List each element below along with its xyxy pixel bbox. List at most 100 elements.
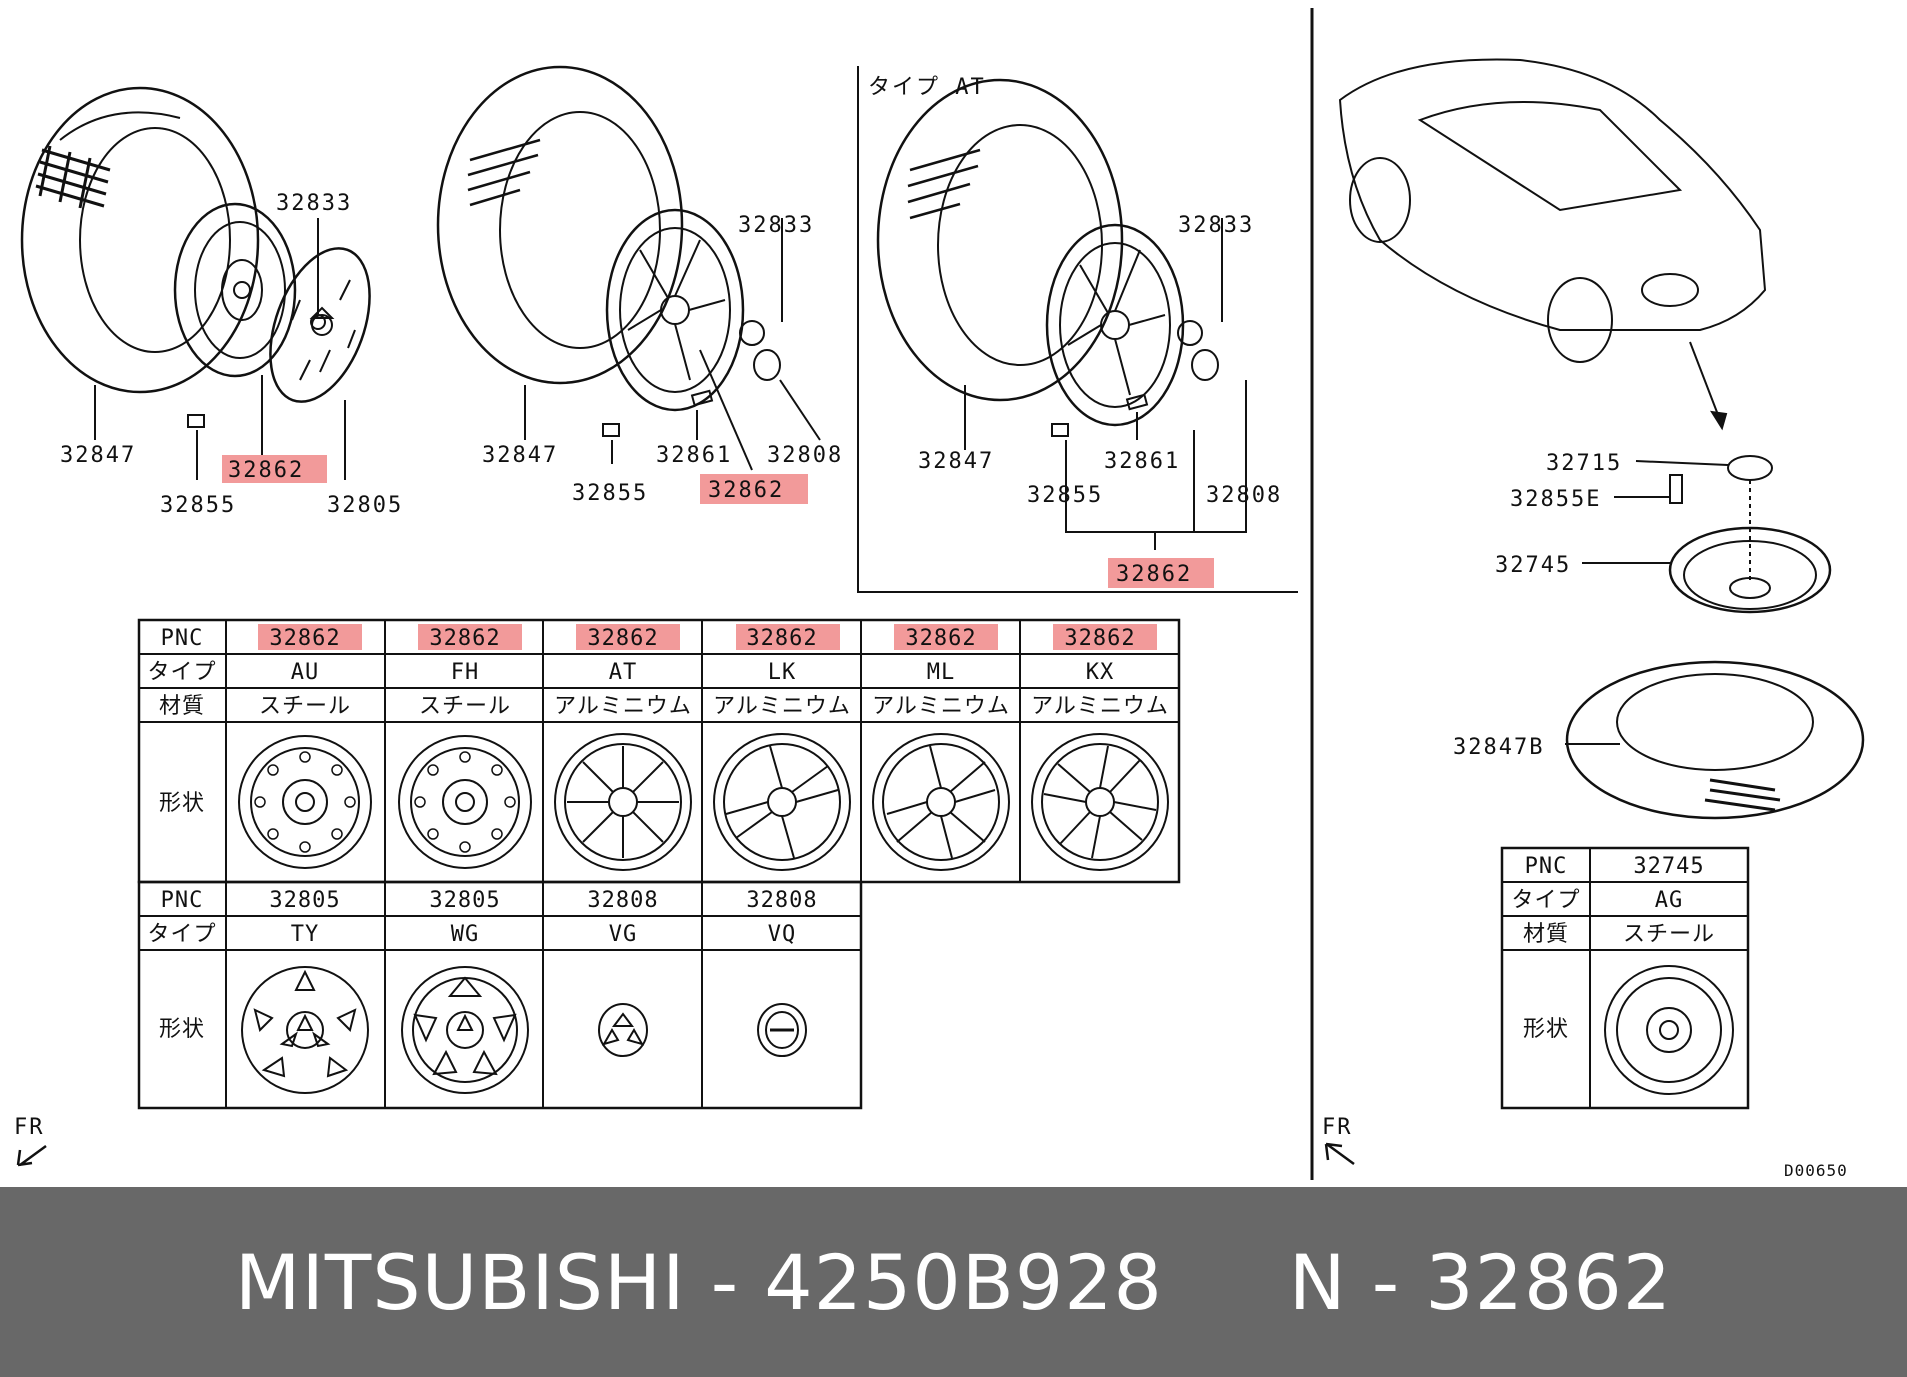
valve-icon	[1051, 423, 1069, 437]
spare-tire-icon	[1565, 660, 1865, 820]
svg-text:FR: FR	[14, 1115, 45, 1140]
svg-text:FH: FH	[451, 660, 480, 685]
svg-text:ML: ML	[927, 660, 956, 685]
svg-text:32847: 32847	[482, 443, 558, 468]
tire-icon	[20, 86, 260, 394]
center-cap-icon	[1191, 349, 1219, 381]
alloy-wheel-icon	[605, 208, 745, 412]
center-cap-icon	[753, 349, 781, 381]
spare-well-icon	[1641, 273, 1699, 307]
svg-text:材質: 材質	[1523, 922, 1569, 947]
steel-wheel-icon	[238, 735, 372, 869]
car-outline-icon	[1338, 58, 1767, 363]
svg-text:32862: 32862	[587, 626, 658, 651]
part-number-banner: MITSUBISHI - 4250B928 N - 32862	[0, 1187, 1907, 1377]
svg-text:32862: 32862	[746, 626, 817, 651]
tire-icon	[436, 65, 684, 385]
svg-text:32862: 32862	[429, 626, 500, 651]
svg-text:AT: AT	[609, 660, 638, 685]
wheel-cover-icon	[241, 966, 369, 1094]
svg-text:タイプ: タイプ	[1511, 888, 1580, 913]
alloy-wheel-icon	[713, 733, 851, 871]
alloy-wheel-icon	[872, 733, 1010, 871]
svg-text:32808: 32808	[1206, 483, 1282, 508]
alloy-wheel-icon	[1031, 733, 1169, 871]
steel-wheel-icon	[173, 202, 297, 378]
svg-text:32861: 32861	[1104, 449, 1180, 474]
svg-text:32808: 32808	[767, 443, 843, 468]
hub-nut-icon	[1177, 320, 1203, 346]
svg-text:アルミニウム: アルミニウム	[872, 694, 1010, 719]
center-cap-icon	[757, 1003, 807, 1057]
svg-text:32805: 32805	[429, 888, 500, 913]
spare-steel-wheel-icon	[1604, 965, 1734, 1095]
type-at-heading: タイプ AT	[868, 75, 986, 100]
svg-text:32847: 32847	[918, 449, 994, 474]
svg-text:KX: KX	[1086, 660, 1115, 685]
svg-text:32855: 32855	[572, 481, 648, 506]
svg-text:形状: 形状	[1523, 1017, 1569, 1042]
svg-text:タイプ: タイプ	[147, 922, 216, 947]
svg-text:スチール: スチール	[259, 694, 351, 719]
svg-text:VQ: VQ	[768, 922, 797, 947]
svg-text:WG: WG	[451, 922, 480, 947]
svg-text:32805: 32805	[327, 493, 403, 518]
svg-text:32862: 32862	[228, 458, 304, 483]
svg-text:TY: TY	[291, 922, 320, 947]
svg-text:VG: VG	[609, 922, 638, 947]
hub-nut-icon	[310, 314, 326, 330]
cover-spec-table: PNC タイプ 形状 32805 32805 32808 32808 TY WG…	[137, 880, 863, 1110]
svg-text:32808: 32808	[587, 888, 658, 913]
svg-text:32833: 32833	[276, 191, 352, 216]
wheel-cover-icon	[269, 247, 371, 403]
wheel-cover-icon	[401, 966, 529, 1094]
svg-text:FR: FR	[1322, 1115, 1353, 1140]
svg-text:材質: 材質	[159, 694, 205, 719]
steel-wheel-assembly	[20, 86, 371, 480]
valve-icon	[187, 414, 205, 428]
svg-text:アルミニウム: アルミニウム	[713, 694, 851, 719]
svg-text:32745: 32745	[1495, 553, 1571, 578]
type-at-frame	[857, 66, 1298, 593]
center-cap-icon	[598, 1003, 648, 1057]
svg-text:32833: 32833	[738, 213, 814, 238]
svg-text:アルミニウム: アルミニウム	[554, 694, 692, 719]
svg-text:32862: 32862	[1064, 626, 1135, 651]
wheel-spec-table: PNC タイプ 材質 形状 32862 32862 32862 32862 32…	[137, 618, 1181, 884]
steel-wheel-icon	[398, 735, 532, 869]
spare-bolt-icon	[1669, 474, 1683, 504]
svg-text:LK: LK	[768, 660, 797, 685]
svg-text:32862: 32862	[1116, 562, 1192, 587]
svg-text:AU: AU	[291, 660, 320, 685]
svg-text:32862: 32862	[905, 626, 976, 651]
valve-icon	[602, 423, 620, 437]
svg-text:タイプ: タイプ	[147, 660, 216, 685]
svg-text:AG: AG	[1655, 888, 1684, 913]
svg-text:PNC: PNC	[1525, 854, 1568, 879]
svg-text:32847B: 32847B	[1453, 735, 1544, 760]
callout-labels: 32833 32847 32862 32855 32805 32833 3284…	[60, 75, 1622, 760]
svg-text:アルミニウム: アルミニウム	[1031, 694, 1169, 719]
svg-text:形状: 形状	[159, 791, 205, 816]
svg-text:32833: 32833	[1178, 213, 1254, 238]
alloy-wheel-icon	[1045, 223, 1185, 427]
type-at-assembly	[876, 78, 1247, 550]
drawing-code: D00650	[1784, 1161, 1848, 1180]
svg-text:32862: 32862	[708, 478, 784, 503]
hub-nut-icon	[739, 320, 765, 346]
fr-arrow-left: FR	[14, 1115, 47, 1167]
svg-text:32855E: 32855E	[1510, 487, 1601, 512]
svg-text:32745: 32745	[1633, 854, 1704, 879]
svg-text:32808: 32808	[746, 888, 817, 913]
spare-parts-group	[1565, 455, 1865, 820]
spare-spec-table: PNC タイプ 材質 形状 32745 AG スチール	[1500, 846, 1750, 1110]
fr-arrow-right: FR	[1322, 1115, 1355, 1166]
alloy-wheel-assembly	[436, 65, 821, 471]
tread-pattern-icon	[907, 148, 981, 220]
svg-text:32805: 32805	[269, 888, 340, 913]
svg-text:32715: 32715	[1546, 451, 1622, 476]
svg-text:スチール: スチール	[1623, 922, 1715, 947]
parts-diagram: 32833 32847 32862 32855 32805 32833 3284…	[14, 8, 1865, 1180]
alloy-wheel-icon	[554, 733, 692, 871]
tread-pattern-icon	[35, 145, 111, 209]
